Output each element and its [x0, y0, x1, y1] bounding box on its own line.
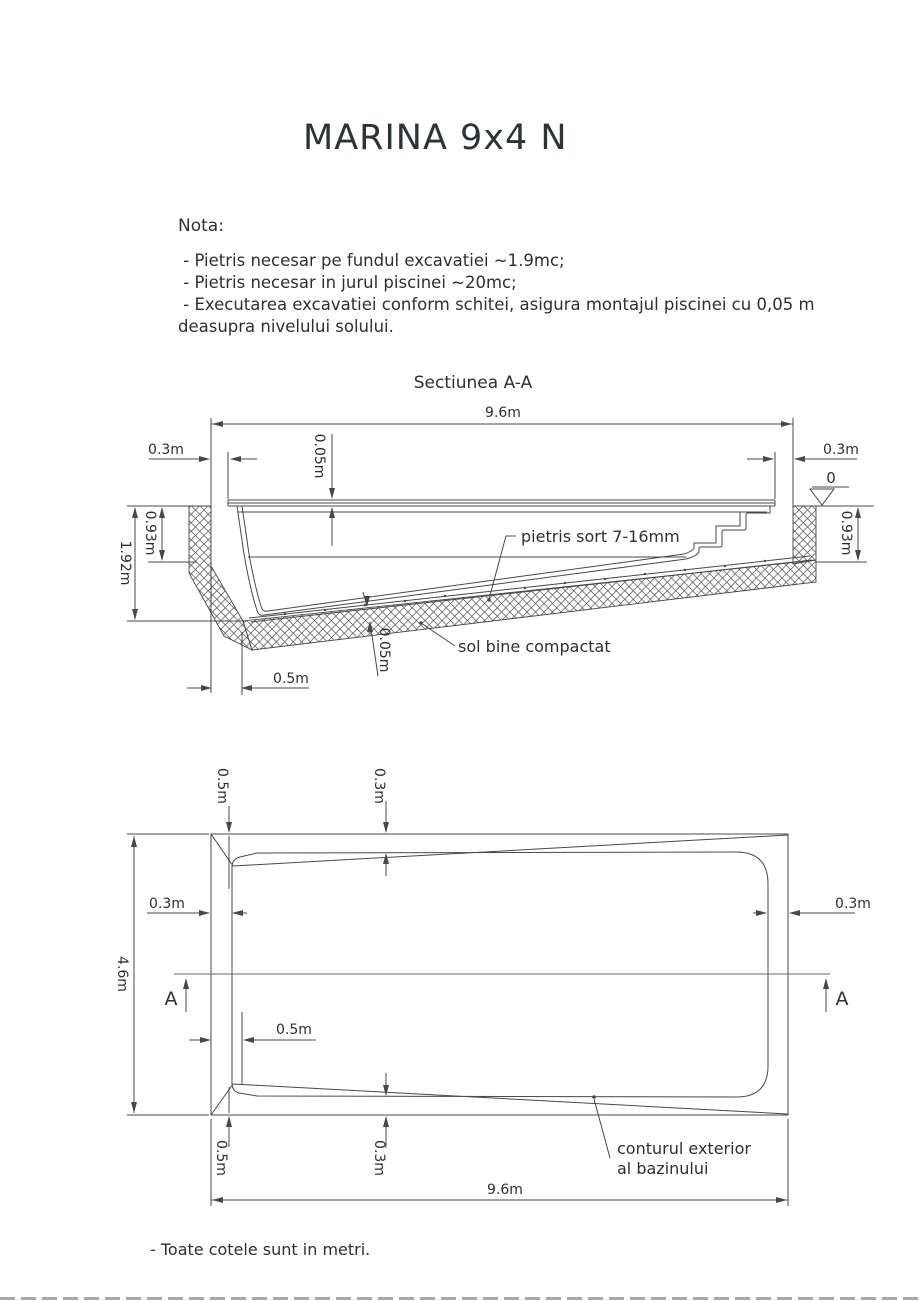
pool-stairs [686, 506, 770, 559]
dim-plan-total-height: 4.6m [114, 956, 130, 992]
dim-plan-deep-offset-top: 0.5m [214, 768, 230, 804]
soil-hatch-icon [189, 506, 816, 650]
soil-label: sol bine compactat [458, 637, 611, 656]
dim-plan-edge-left: 0.3m [149, 896, 185, 912]
note-line: - Pietris necesar pe fundul excavatiei ~… [178, 251, 565, 270]
dim-plan-edge-top: 0.3m [371, 768, 387, 804]
pool-section-outline [237, 506, 770, 615]
dim-section-total-width: 9.6m [485, 405, 521, 421]
gravel-layer [249, 556, 812, 622]
dim-section-slope-run: 0.5m [273, 671, 309, 687]
section-marker-a-left: A [164, 988, 178, 1010]
datum-level-label: 0 [826, 469, 836, 487]
dim-section-lip-height: 0.05m [311, 433, 327, 479]
note-line: - Pietris necesar in jurul piscinei ~20m… [178, 273, 517, 292]
plan-dimension-arrows [131, 822, 829, 1203]
section-view [127, 418, 874, 695]
section-title: Sectiunea A-A [413, 373, 533, 393]
dim-plan-total-width: 9.6m [487, 1182, 523, 1198]
dim-section-total-depth: 1.92m [117, 540, 133, 586]
dim-plan-slope-run: 0.5m [276, 1022, 312, 1038]
note-line: - Executarea excavatiei conform schitei,… [178, 295, 820, 336]
pool-contour [232, 852, 768, 1097]
label-leaders [419, 536, 516, 646]
contour-label-leader [592, 1095, 610, 1158]
footer-note: - Toate cotele sunt in metri. [150, 1240, 371, 1259]
page-title: MARINA 9x4 N [303, 118, 568, 158]
dim-section-depth-left: 0.93m [142, 510, 158, 556]
dim-gravel-thickness: 0.05m [376, 627, 392, 673]
pool-contour-label: conturul exterior al bazinului [617, 1139, 751, 1178]
pool-coping [228, 500, 775, 506]
section-marker-arrows [186, 980, 826, 1012]
dim-section-edge-right: 0.3m [823, 442, 859, 458]
dim-section-edge-left: 0.3m [148, 442, 184, 458]
plan-view [127, 801, 855, 1206]
dim-plan-edge-bottom: 0.3m [371, 1140, 387, 1176]
section-dimensions [127, 418, 867, 695]
dim-section-depth-right: 0.93m [838, 510, 854, 556]
dim-plan-edge-right: 0.3m [835, 896, 871, 912]
dim-plan-deep-offset-bottom: 0.5m [213, 1140, 229, 1176]
section-marker-a-right: A [835, 988, 849, 1010]
notes-heading: Nota: [178, 216, 224, 236]
notes-block: - Pietris necesar pe fundul excavatiei ~… [178, 250, 870, 338]
datum-icon [810, 487, 849, 505]
gravel-label: pietris sort 7-16mm [521, 527, 680, 546]
dimension-arrows [132, 421, 861, 691]
page-bottom-edge [0, 1297, 920, 1300]
